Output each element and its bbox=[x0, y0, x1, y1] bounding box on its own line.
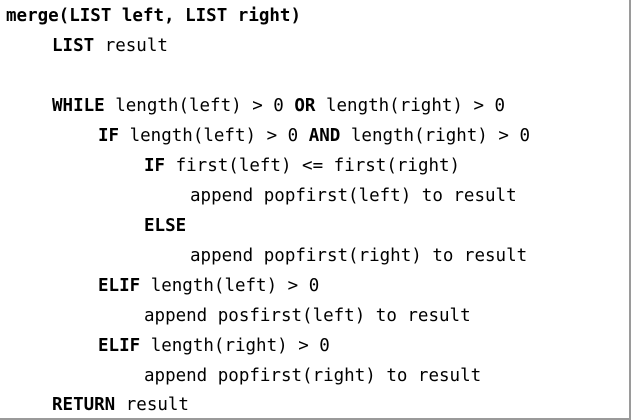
code-text: append popfirst(left) to result bbox=[190, 186, 517, 206]
code-line-9: ELIF length(left) > 0 bbox=[6, 271, 319, 301]
code-text: length(left) > 0 bbox=[119, 126, 309, 146]
code-text: append posfirst(left) to result bbox=[144, 306, 471, 326]
code-text: length(right) > 0 bbox=[140, 336, 330, 356]
code-line-10: append posfirst(left) to result bbox=[6, 301, 471, 331]
code-line-12: append popfirst(right) to result bbox=[6, 361, 481, 391]
keyword: ELSE bbox=[144, 216, 187, 236]
code-line-4: IF length(left) > 0 AND length(right) > … bbox=[6, 121, 530, 151]
code-text: result bbox=[115, 395, 189, 415]
keyword: OR bbox=[294, 96, 316, 116]
code-text: append popfirst(right) to result bbox=[144, 366, 482, 386]
keyword: WHILE bbox=[52, 96, 105, 116]
code-text: first(left) <= first(right) bbox=[165, 156, 461, 176]
code-line-6: append popfirst(left) to result bbox=[6, 181, 517, 211]
keyword: IF bbox=[98, 126, 120, 146]
code-text: length(left) > 0 bbox=[104, 96, 295, 116]
keyword: AND bbox=[308, 126, 341, 146]
code-line-2 bbox=[6, 61, 52, 91]
keyword: IF bbox=[144, 156, 166, 176]
code-line-1: LIST result bbox=[6, 31, 168, 61]
code-line-3: WHILE length(left) > 0 OR length(right) … bbox=[6, 91, 505, 121]
function-signature: merge(LIST left, LIST right) bbox=[6, 6, 302, 26]
code-line-7: ELSE bbox=[6, 211, 186, 241]
code-line-5: IF first(left) <= first(right) bbox=[6, 151, 460, 181]
code-text: length(right) > 0 bbox=[315, 96, 506, 116]
keyword: LIST bbox=[52, 36, 95, 56]
keyword: ELIF bbox=[98, 276, 141, 296]
code-text: length(left) > 0 bbox=[140, 276, 320, 296]
code-text: length(right) > 0 bbox=[340, 126, 530, 146]
code-line-8: append popfirst(right) to result bbox=[6, 241, 527, 271]
code-line-13: RETURN result bbox=[6, 390, 189, 420]
code-line-signature: merge(LIST left, LIST right) bbox=[6, 1, 301, 31]
code-text: append popfirst(right) to result bbox=[190, 246, 528, 266]
keyword: ELIF bbox=[98, 336, 141, 356]
code-line-11: ELIF length(right) > 0 bbox=[6, 331, 330, 361]
code-text: result bbox=[94, 36, 168, 56]
keyword: RETURN bbox=[52, 395, 116, 415]
